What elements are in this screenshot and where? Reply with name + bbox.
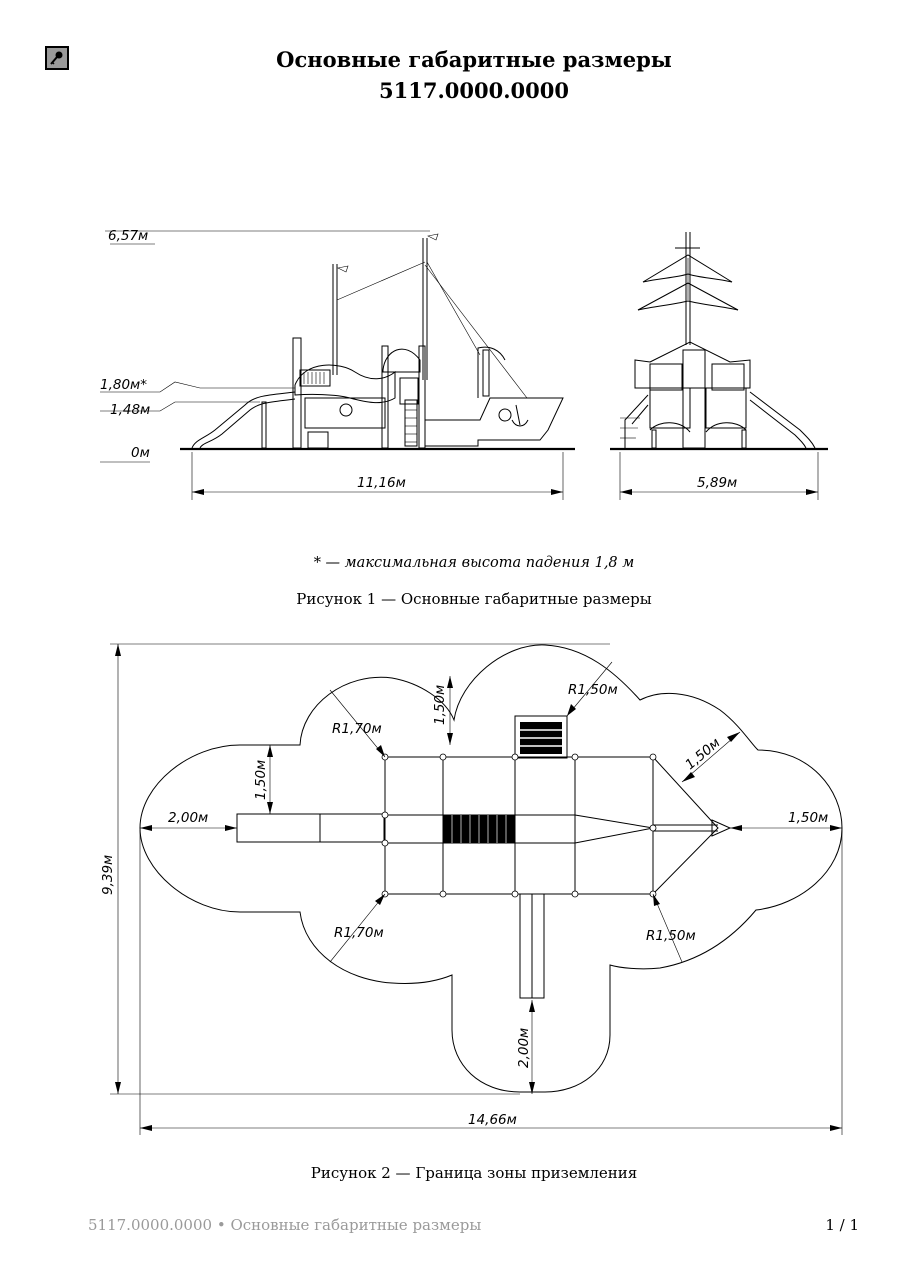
dim-radius-bottom-left: R1,70м — [334, 925, 384, 941]
dim-side-width: 5,89м — [697, 475, 737, 491]
title-line-2: 5117.0000.0000 — [379, 78, 569, 103]
playground-plan — [236, 715, 732, 999]
footer-document-label: 5117.0000.0000 • Основные габаритные раз… — [88, 1216, 482, 1234]
plan-dimensions — [110, 643, 843, 1135]
front-view-drawing — [100, 230, 575, 463]
key-icon[interactable] — [45, 46, 69, 70]
dim-height-ground: 0м — [131, 445, 150, 461]
fall-height-note: * — максимальная высота падения 1,8 м — [313, 555, 635, 571]
landing-zone-boundary — [139, 644, 843, 1093]
dim-radius-bottom-right: R1,50м — [646, 928, 696, 944]
side-view-drawing — [610, 232, 828, 451]
dim-radius-top-mid: R1,50м — [568, 682, 618, 698]
dim-top-vertical: 1,50м — [432, 685, 448, 725]
dim-radius-top-left: R1,70м — [332, 721, 382, 737]
dim-bottom-offset: 2,00м — [516, 1028, 532, 1068]
dim-height-platform: 1,48м — [110, 402, 150, 418]
page-title: Основные габаритные размеры 5117.0000.00… — [0, 44, 905, 106]
dim-height-fall: 1,80м* — [100, 377, 147, 393]
page-number: 1 / 1 — [825, 1216, 859, 1234]
dim-left-vertical: 1,50м — [253, 760, 269, 800]
dim-overall-width: 14,66м — [468, 1112, 517, 1128]
title-line-1: Основные габаритные размеры — [276, 47, 672, 72]
dim-diagonal-right: 1,50м — [682, 735, 723, 773]
dim-right-offset: 1,50м — [788, 810, 828, 826]
dim-overall-height: 9,39м — [100, 855, 116, 895]
dim-front-length: 11,16м — [357, 475, 406, 491]
figure-1-caption: Рисунок 1 — Основные габаритные размеры — [296, 590, 652, 608]
dim-height-top: 6,57м — [108, 228, 148, 244]
figure-2-caption: Рисунок 2 — Граница зоны приземления — [310, 1164, 638, 1182]
dim-left-offset: 2,00м — [168, 810, 208, 826]
